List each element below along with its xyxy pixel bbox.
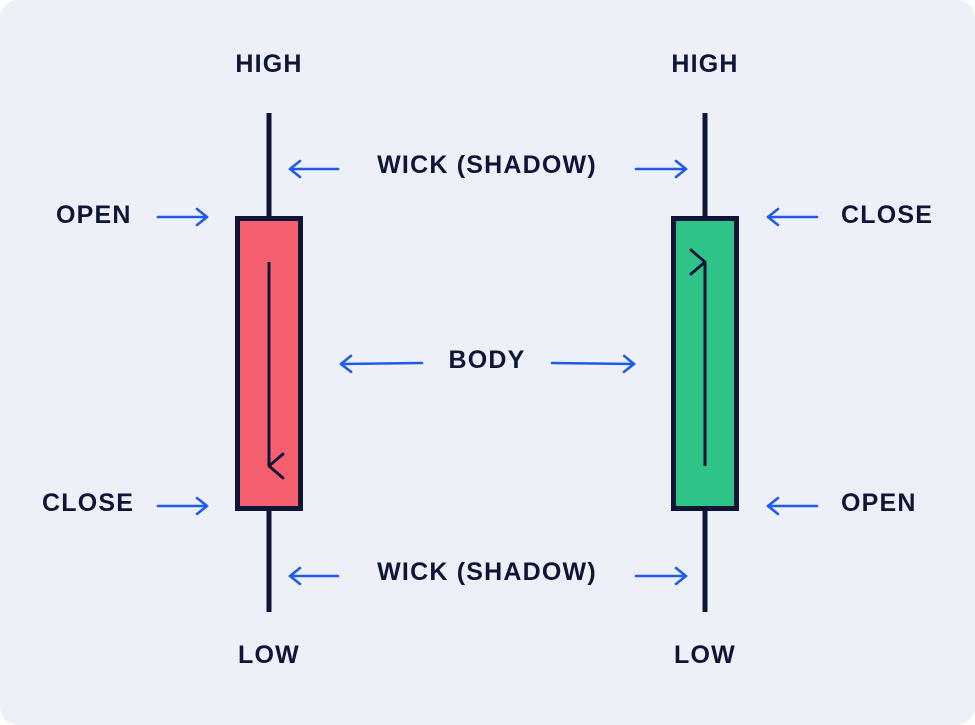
bearish-open-label: OPEN [56,201,132,229]
bullish-candle [671,113,739,612]
wick-top-label: WICK (SHADOW) [377,151,597,179]
bearish-low-label: LOW [238,641,300,669]
body-label: BODY [448,346,525,374]
bullish-high-label: HIGH [671,50,738,78]
bearish-close-label: CLOSE [42,489,134,517]
bullish-close-label: CLOSE [841,201,933,229]
pointer-arrows [156,159,819,586]
bearish-high-label: HIGH [235,50,302,78]
wick-bottom-label: WICK (SHADOW) [377,558,597,586]
bullish-open-label: OPEN [841,489,917,517]
bearish-candle [235,113,303,612]
bullish-low-label: LOW [674,641,736,669]
arrow-to-bearish-body [339,354,424,374]
arrow-to-bullish-body [550,354,636,374]
